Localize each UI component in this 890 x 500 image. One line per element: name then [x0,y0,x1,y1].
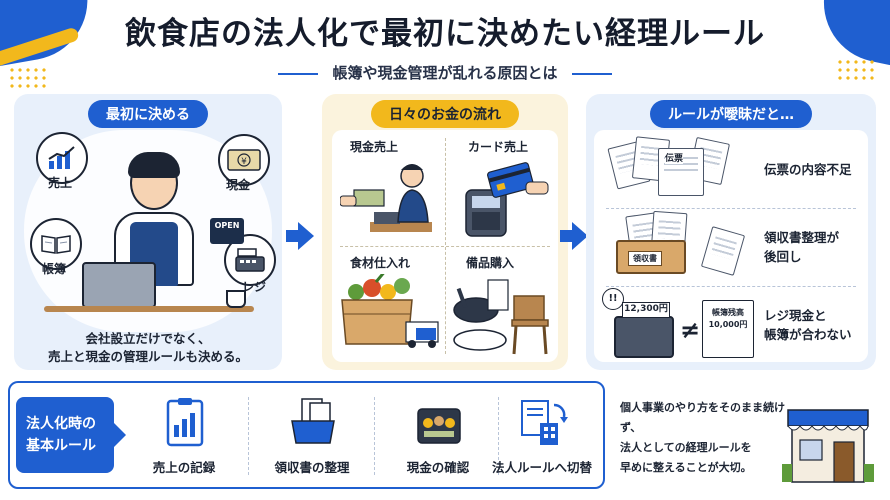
ledger-book-icon: 帳簿残高 10,000円 [702,300,754,358]
problems-list: 伝票 伝票の内容不足 領収書 領収書整理が 後回し !! 12,300円 [594,130,868,362]
rule-divider [374,397,375,475]
closing-line-3: 早めに整えることが大切。 [620,461,752,474]
basic-rules-section: 法人化時の 基本ルール 売上の記録 領収書の整理 現金の確認 [8,381,605,489]
cell-label-card-sales: カード売上 [468,140,529,154]
panel-ambiguous-rules: ルールが曖昧だと… 伝票 伝票の内容不足 領収書 領収書整理が 後回し [586,94,876,370]
tag-line-2: 基本ルール [26,438,96,454]
card-terminal-icon [465,162,549,237]
problem-divider [606,208,856,209]
open-sign-text: OPEN [214,221,240,230]
rule-label-cash-check: 現金の確認 [406,460,470,475]
not-equal-icon: ≠ [680,316,701,344]
closing-message: 個人事業のやり方をそのまま続けず、 法人としての経理ルールを 早めに整えることが… [620,398,800,478]
vegetable-box-icon [341,274,439,348]
ledger-amount: 10,000円 [708,320,748,329]
panel-decide-first: 最初に決める 売上 ¥ 現金 帳簿 レジ OPEN 会社設立だけでなく、 売上と… [14,94,282,370]
open-sign: OPEN [210,218,244,244]
cell-label-supplies: 備品購入 [466,256,515,270]
book-icon [30,218,82,270]
receipt-box-label: 領収書 [628,251,662,266]
laptop-icon [82,262,156,308]
owner-hair [128,152,180,178]
slip-main-icon: 伝票 [658,148,704,196]
panel-heading-ambiguous: ルールが曖昧だと… [650,100,812,128]
rule-label-sales-record: 売上の記録 [152,460,216,475]
cell-label-cash-sales: 現金売上 [350,140,399,154]
caption-line-2: 売上と現金の管理ルールも決める。 [47,349,248,364]
sales-record-icon [166,398,204,447]
subtitle-text: 帳簿や現金管理が乱れる原因とは [332,64,558,82]
coffee-cup-icon [226,290,246,308]
page-title: 飲食店の法人化で最初に決めたい経理ルール [125,16,765,52]
panel-heading-money-flow: 日々のお金の流れ [371,100,519,128]
rule-label-switch-corporate: 法人ルールへ切替 [491,460,592,475]
alert-icon: !! [602,288,624,310]
receipt-paper-icon [700,226,746,276]
cash-drawer-icon [417,408,461,444]
problem-divider [606,286,856,287]
cash-handover-icon [340,164,432,232]
problem-1-line-1: 伝票の内容不足 [764,162,852,177]
panel-heading-decide-first: 最初に決める [88,100,208,128]
flow-arrow-2 [560,222,588,250]
rule-item-switch-corporate: 法人ルールへ切替 [482,393,602,485]
rule-item-receipts: 領収書の整理 [252,393,372,485]
switch-to-corporate-icon [521,400,568,445]
closing-line-1: 個人事業のやり方をそのまま続けず、 [620,401,785,434]
restaurant-storefront-icon [782,409,874,483]
problem-row-receipts: 領収書 領収書整理が 後回し [594,208,868,286]
caption-line-1: 会社設立だけでなく、 [85,331,211,346]
problem-3-line-1: レジ現金と [764,308,827,323]
page-subtitle: 帳簿や現金管理が乱れる原因とは [0,62,890,83]
problem-text-2: 領収書整理が 後回し [764,228,839,266]
money-flow-grid: 現金売上 カード売上 食材仕入れ 備品購入 [332,130,558,362]
slip-title: 伝票 [665,151,684,164]
rule-divider [498,397,499,475]
rule-divider [248,397,249,475]
desk [44,306,254,312]
rule-label-receipts: 領収書の整理 [274,460,350,475]
yen-bill-icon: ¥ [218,134,270,186]
flow-arrow-1 [286,222,314,250]
problem-text-3: レジ現金と 帳簿が合わない [764,306,852,344]
problem-text-1: 伝票の内容不足 [764,160,852,179]
panel1-caption: 会社設立だけでなく、 売上と現金の管理ルールも決める。 [14,330,282,366]
panel-daily-money-flow: 日々のお金の流れ 現金売上 カード売上 食材仕入れ [322,94,568,370]
svg-text:¥: ¥ [241,157,247,167]
cell-label-ingredients: 食材仕入れ [350,256,411,270]
kitchen-supplies-icon [453,279,549,355]
icon-label-register: レジ [242,280,267,294]
ledger-title: 帳簿残高 [712,308,744,317]
chart-up-icon [36,132,88,184]
problem-3-line-2: 帳簿が合わない [764,327,852,342]
problem-row-cash-mismatch: !! 12,300円 ≠ 帳簿残高 10,000円 レジ現金と 帳簿が合わない [594,286,868,364]
register-display: 12,300円 [622,302,670,318]
rule-item-sales-record: 売上の記録 [124,393,244,485]
rule-item-cash-check: 現金の確認 [378,393,498,485]
icon-label-cash: 現金 [226,178,251,192]
icon-label-ledger: 帳簿 [42,262,67,276]
closing-line-2: 法人としての経理ルールを [620,441,752,454]
receipt-tray-icon [291,398,335,444]
basic-rules-tag: 法人化時の 基本ルール [16,397,126,473]
icon-label-sales: 売上 [48,176,73,190]
problem-row-slips: 伝票 伝票の内容不足 [594,130,868,208]
receipt-box-icon: 領収書 [616,240,686,274]
problem-2-line-1: 領収書整理が [764,230,840,245]
problem-2-line-2: 後回し [764,249,802,264]
cash-register-icon: 12,300円 [614,302,674,358]
grid-divider-horizontal [340,246,550,247]
tag-line-1: 法人化時の [26,416,96,432]
